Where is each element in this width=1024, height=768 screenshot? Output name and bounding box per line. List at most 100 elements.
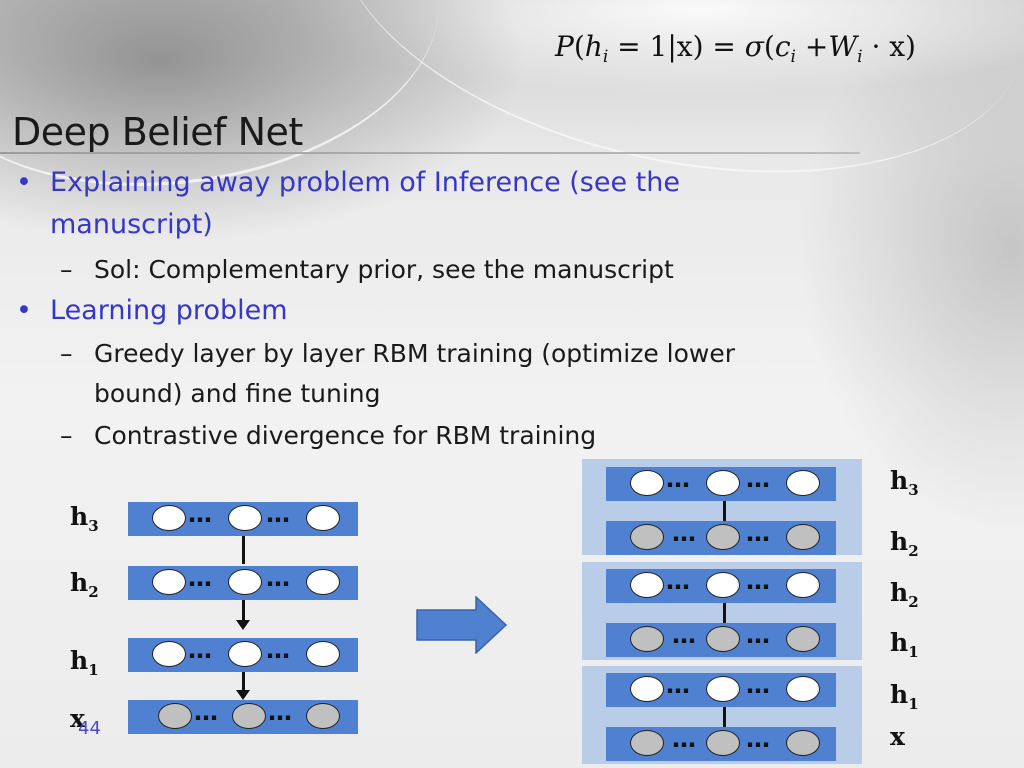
bullet-text: Explaining away problem of Inference (se… <box>50 167 680 240</box>
unit-node <box>786 572 820 598</box>
ellipsis: … <box>746 519 771 547</box>
sub-bullet-dash: – <box>60 255 73 284</box>
unit-node <box>786 470 820 496</box>
unit-node <box>706 470 740 496</box>
unit-node <box>306 505 340 531</box>
ellipsis: … <box>268 698 293 726</box>
ellipsis: … <box>194 698 219 726</box>
arrowhead <box>236 690 250 700</box>
page-number: 44 <box>78 718 101 739</box>
undirected-connection <box>242 536 245 564</box>
layer-label-h3: h3 <box>890 466 919 499</box>
layer-bar-h3: … … <box>128 500 358 536</box>
transform-arrow-icon <box>416 596 508 654</box>
formula-sub-i: i <box>857 47 863 67</box>
ellipsis: … <box>266 564 291 592</box>
unit-node <box>630 676 664 702</box>
layer-label-h1: h1 <box>890 628 919 661</box>
formula-sigma: σ <box>744 30 764 63</box>
formula-middle: = 1|x) = <box>608 30 745 63</box>
formula: P(hi = 1|x) = σ(ci +Wi · x) <box>555 30 916 67</box>
undirected-connection <box>723 707 726 727</box>
bullet-dot: • <box>16 167 32 198</box>
sub-bullet-text: Greedy layer by layer RBM training (opti… <box>94 339 736 408</box>
unit-node <box>306 569 340 595</box>
layer-label-h2: h2 <box>70 568 99 601</box>
bullet-dot: • <box>16 295 32 326</box>
formula-h: h <box>584 30 603 63</box>
unit-node <box>228 641 262 667</box>
ellipsis: … <box>672 519 697 547</box>
ellipsis: … <box>666 671 691 699</box>
formula-w: W <box>828 30 858 63</box>
visible-unit-node <box>306 703 340 729</box>
ellipsis: … <box>188 500 213 528</box>
ellipsis: … <box>746 671 771 699</box>
ellipsis: … <box>672 725 697 753</box>
slide-title: Deep Belief Net <box>12 110 303 154</box>
layer-bar-h3: … … <box>606 465 836 501</box>
layer-bar-h1: … … <box>128 636 358 672</box>
ellipsis: … <box>266 500 291 528</box>
unit-node <box>228 505 262 531</box>
hidden-unit-node <box>786 524 820 550</box>
layer-label-h1: h1 <box>890 680 919 713</box>
visible-unit-node <box>158 703 192 729</box>
unit-node <box>630 572 664 598</box>
hidden-unit-node <box>786 626 820 652</box>
bullet-text: Learning problem <box>50 295 288 326</box>
directed-connection <box>242 672 245 692</box>
sub-bullet-text: Sol: Complementary prior, see the manusc… <box>94 255 674 284</box>
ellipsis: … <box>666 465 691 493</box>
formula-c: c <box>774 30 791 63</box>
unit-node <box>630 470 664 496</box>
layer-label-h1: h1 <box>70 646 99 679</box>
ellipsis: … <box>266 636 291 664</box>
unit-node <box>786 676 820 702</box>
layer-bar-h2: … … <box>606 567 836 603</box>
sub-bullet-dash: – <box>60 421 73 450</box>
formula-open: ( <box>573 30 585 63</box>
layer-bar-h2: … … <box>128 564 358 600</box>
formula-sub-i: i <box>790 47 796 67</box>
unit-node <box>706 572 740 598</box>
ellipsis: … <box>746 621 771 649</box>
hidden-unit-node <box>706 626 740 652</box>
formula-sub-i: i <box>602 47 609 67</box>
layer-label-h3: h3 <box>70 502 99 535</box>
title-underline <box>0 152 860 154</box>
layer-label-x: x <box>70 704 85 733</box>
ellipsis: … <box>188 636 213 664</box>
unit-node <box>706 676 740 702</box>
layer-label-h2: h2 <box>890 578 919 611</box>
hidden-unit-node <box>630 626 664 652</box>
ellipsis: … <box>746 567 771 595</box>
formula-open2: ( <box>763 30 775 63</box>
formula-tail: · x) <box>862 30 916 63</box>
undirected-connection <box>723 603 726 623</box>
hidden-unit-node <box>706 524 740 550</box>
ellipsis: … <box>188 564 213 592</box>
sub-bullet-dash: – <box>60 339 73 368</box>
undirected-connection <box>723 501 726 521</box>
layer-bar-h1: … … <box>606 621 836 657</box>
visible-unit-node <box>630 730 664 756</box>
ellipsis: … <box>666 567 691 595</box>
layer-bar-h1: … … <box>606 671 836 707</box>
sub-bullet-text: Contrastive divergence for RBM training <box>94 421 597 450</box>
layer-bar-x: … … <box>606 725 836 761</box>
layer-label-h2: h2 <box>890 527 919 560</box>
layer-label-x: x <box>890 722 905 751</box>
visible-unit-node <box>706 730 740 756</box>
formula-p: P <box>555 30 574 63</box>
visible-unit-node <box>786 730 820 756</box>
directed-connection <box>242 600 245 622</box>
hidden-unit-node <box>630 524 664 550</box>
unit-node <box>152 641 186 667</box>
unit-node <box>152 505 186 531</box>
unit-node <box>228 569 262 595</box>
unit-node <box>306 641 340 667</box>
arrowhead <box>236 620 250 630</box>
formula-plus: + <box>795 30 829 63</box>
unit-node <box>152 569 186 595</box>
